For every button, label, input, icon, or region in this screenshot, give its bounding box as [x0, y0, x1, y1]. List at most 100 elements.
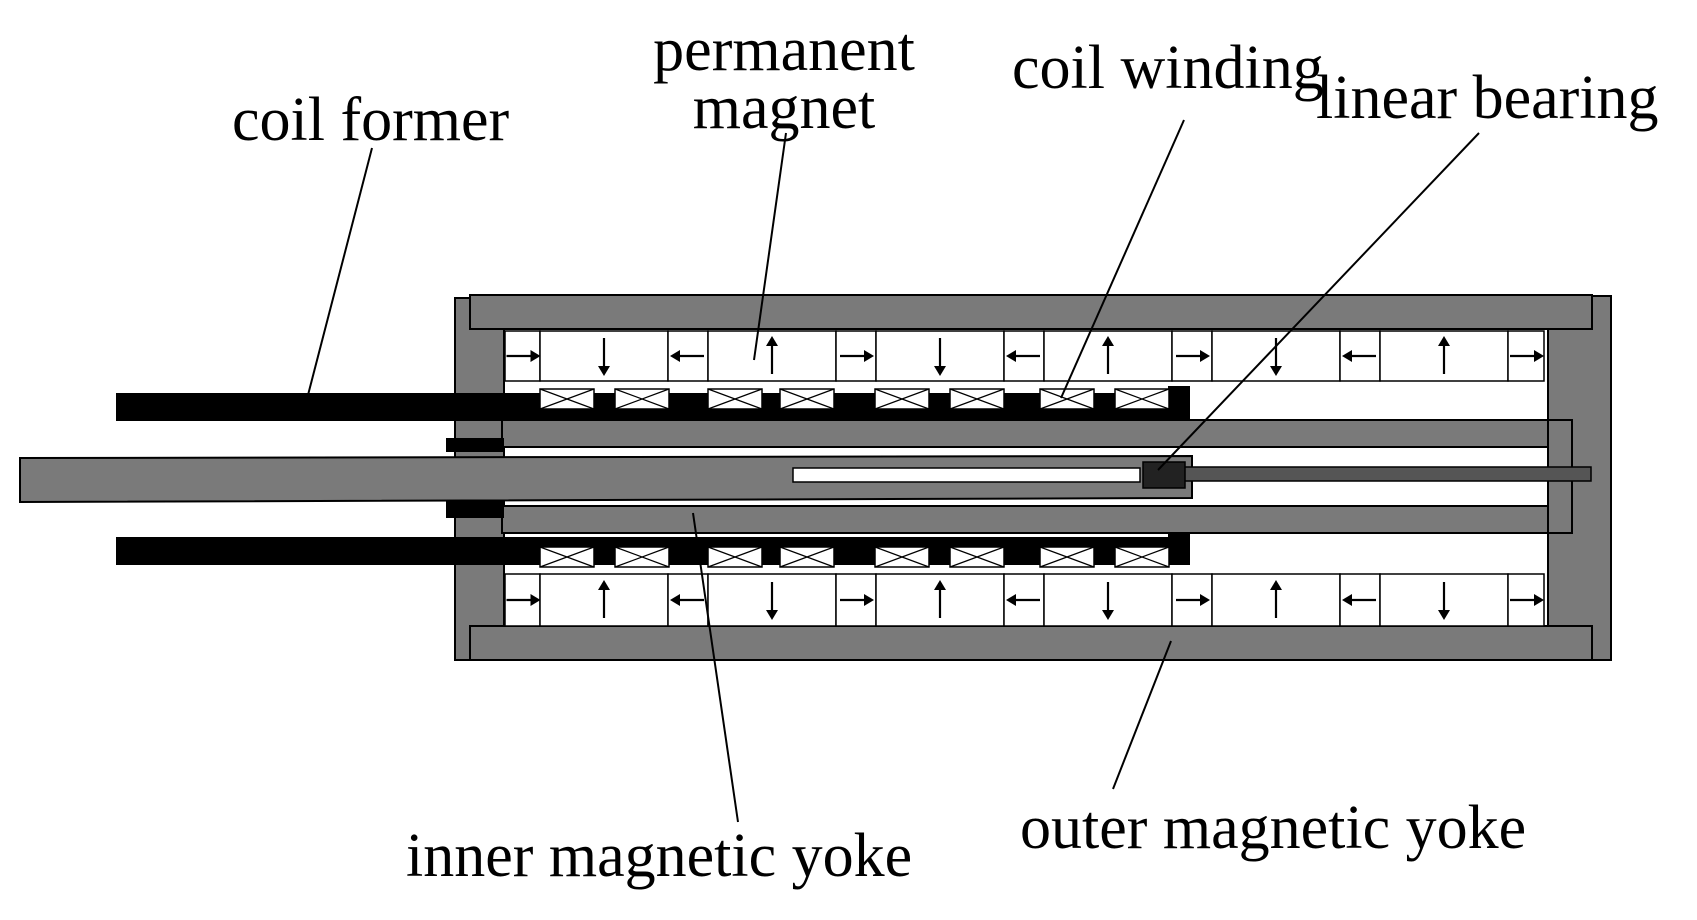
magnet-segment — [539, 330, 669, 382]
coil-former-bottom-end — [1168, 533, 1190, 565]
magnet-segment — [667, 573, 709, 627]
inner-yoke-upper-arm — [501, 419, 1573, 448]
guide-rod — [1147, 466, 1592, 482]
outer-yoke-bottom-plate — [469, 625, 1593, 661]
linear-bearing-block — [1142, 461, 1186, 489]
magnetization-arrow-down — [598, 338, 610, 376]
coil-winding — [707, 388, 763, 410]
coil-winding — [1039, 388, 1095, 410]
magnet-segment — [1507, 330, 1545, 382]
coil-winding — [539, 388, 595, 410]
coil-winding — [779, 388, 835, 410]
leader-line-inner-magnetic-yoke — [692, 512, 739, 823]
magnetization-arrow-up — [766, 336, 778, 374]
coil-winding — [779, 546, 835, 568]
magnet-segment — [707, 573, 837, 627]
magnet-segment — [504, 573, 541, 627]
magnet-segment — [707, 330, 837, 382]
magnetization-arrow-right — [840, 350, 874, 362]
magnetization-arrow-left — [1342, 594, 1376, 606]
magnet-segment — [1171, 573, 1213, 627]
magnet-segment — [667, 330, 709, 382]
coil-winding-row-top — [539, 388, 1170, 410]
coil-former-top-end — [1168, 386, 1190, 421]
magnet-segment — [1339, 573, 1381, 627]
magnet-segment — [835, 330, 877, 382]
leader-line-permanent-magnet — [753, 132, 787, 361]
magnetization-arrow-left — [1342, 350, 1376, 362]
coil-winding — [614, 546, 670, 568]
magnetization-arrow-down — [766, 582, 778, 620]
leader-lines — [307, 119, 1480, 823]
coil-winding — [949, 388, 1005, 410]
magnetization-arrow-right — [1510, 594, 1544, 606]
magnetization-arrow-right — [840, 594, 874, 606]
coil-winding — [614, 388, 670, 410]
shaft-bore — [792, 467, 1141, 483]
label-permanent-magnet-line1: permanent — [653, 16, 915, 84]
outer-yoke-top-plate — [469, 294, 1593, 330]
magnet-segment — [1211, 330, 1341, 382]
coil-winding — [1114, 546, 1170, 568]
magnetization-arrow-right — [1176, 594, 1210, 606]
magnetization-arrow-right — [506, 594, 541, 606]
shaft-bushing-top — [446, 438, 504, 452]
magnet-segment — [1339, 330, 1381, 382]
magnetization-arrow-left — [670, 594, 704, 606]
magnetization-arrow-down — [1270, 338, 1282, 376]
coil-winding — [874, 546, 930, 568]
magnet-segment — [1379, 330, 1509, 382]
leader-line-linear-bearing — [1157, 132, 1480, 471]
magnetization-arrow-right — [506, 350, 541, 362]
label-permanent-magnet-line2: magnet — [693, 74, 876, 142]
permanent-magnet-row-bottom — [504, 573, 1545, 627]
label-coil-winding: coil winding — [1012, 34, 1324, 102]
magnet-segment — [875, 330, 1005, 382]
coil-winding — [874, 388, 930, 410]
magnet-segment — [875, 573, 1005, 627]
label-coil-former: coil former — [232, 86, 510, 154]
magnetization-arrow-down — [934, 338, 946, 376]
leader-line-outer-magnetic-yoke — [1112, 640, 1172, 790]
magnetization-arrow-up — [1102, 336, 1114, 374]
magnetization-arrow-down — [1438, 582, 1450, 620]
inner-magnetic-yoke — [501, 419, 1573, 534]
magnetization-arrow-left — [1006, 594, 1040, 606]
magnetization-arrow-up — [1438, 336, 1450, 374]
coil-winding — [539, 546, 595, 568]
label-outer-magnetic-yoke: outer magnetic yoke — [1020, 794, 1526, 862]
magnetization-arrow-up — [598, 580, 610, 618]
magnet-segment — [1171, 330, 1213, 382]
inner-yoke-lower-arm — [501, 505, 1573, 534]
magnetization-arrow-up — [934, 580, 946, 618]
outer-magnetic-yoke — [454, 294, 1612, 661]
magnet-segment — [835, 573, 877, 627]
magnetization-arrow-down — [1102, 582, 1114, 620]
output-shaft — [19, 454, 1193, 504]
magnetization-arrow-left — [1006, 350, 1040, 362]
permanent-magnet-row-top — [504, 330, 1545, 382]
coil-winding — [949, 546, 1005, 568]
leader-line-coil-winding — [1060, 119, 1185, 399]
magnet-segment — [1507, 573, 1545, 627]
magnet-segment — [1043, 330, 1173, 382]
magnetization-arrow-right — [1176, 350, 1210, 362]
label-linear-bearing: linear bearing — [1316, 64, 1659, 132]
coil-winding — [1114, 388, 1170, 410]
magnet-segment — [1043, 573, 1173, 627]
magnet-segment — [1003, 330, 1045, 382]
label-inner-magnetic-yoke: inner magnetic yoke — [406, 822, 912, 890]
magnet-segment — [1211, 573, 1341, 627]
magnet-segment — [504, 330, 541, 382]
coil-winding — [1039, 546, 1095, 568]
magnet-segment — [539, 573, 669, 627]
coil-winding — [707, 546, 763, 568]
magnet-segment — [1003, 573, 1045, 627]
leader-line-coil-former — [307, 147, 373, 396]
magnetization-arrow-up — [1270, 580, 1282, 618]
magnetization-arrow-right — [1510, 350, 1544, 362]
shaft-bushing-bottom — [446, 500, 504, 518]
magnet-segment — [1379, 573, 1509, 627]
